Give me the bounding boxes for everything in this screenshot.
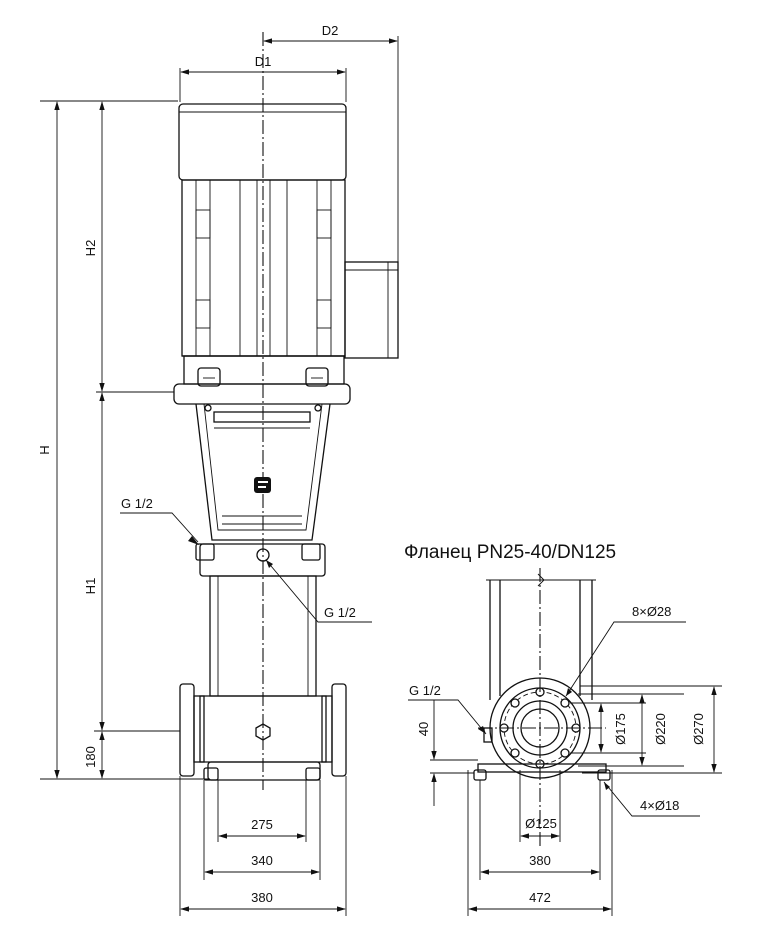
flange-view: Фланец PN25-40/DN125 — [404, 542, 722, 916]
dim-180-label: 180 — [83, 746, 98, 768]
dim-125-label: Ø125 — [525, 816, 557, 831]
terminal-box — [344, 261, 399, 359]
flange-port-label: G 1/2 — [409, 683, 441, 698]
dim-270-label: Ø270 — [691, 713, 706, 745]
base-holes-label: 4×Ø18 — [640, 798, 679, 813]
dim-275-label: 275 — [251, 817, 273, 832]
brand-logo-icon — [254, 477, 271, 493]
port-mid-label: G 1/2 — [324, 605, 356, 620]
dim-340-label: 340 — [251, 853, 273, 868]
holes-label: 8×Ø28 — [632, 604, 671, 619]
dim-40-label: 40 — [416, 722, 431, 736]
dim-h-label: H — [37, 445, 52, 454]
front-view: H H2 H1 180 D1 D2 G 1/2 G 1/2 — [37, 23, 399, 916]
dim-472-label: 472 — [529, 890, 551, 905]
dim-h2-label: H2 — [83, 240, 98, 257]
flange-columns — [486, 573, 596, 700]
dim-175-label: Ø175 — [613, 713, 628, 745]
pump-base — [179, 683, 347, 781]
motor-stool — [173, 355, 351, 541]
dim-d1-label: D1 — [255, 54, 272, 69]
port-top-label: G 1/2 — [121, 496, 153, 511]
chamber-head — [195, 543, 326, 577]
dim-380-label: 380 — [251, 890, 273, 905]
dim-h1-label: H1 — [83, 578, 98, 595]
flange-title: Фланец PN25-40/DN125 — [404, 542, 616, 563]
dim-220-label: Ø220 — [653, 713, 668, 745]
flange-dim-380-label: 380 — [529, 853, 551, 868]
dim-d2-label: D2 — [322, 23, 339, 38]
